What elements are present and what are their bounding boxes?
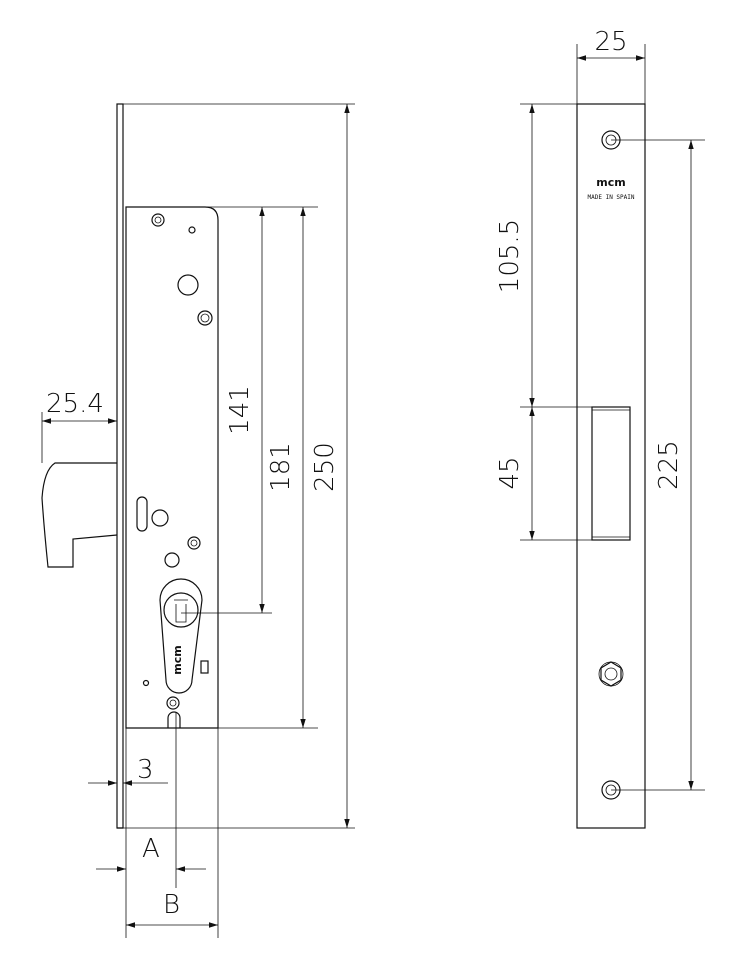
pin-hole-icon (188, 226, 196, 234)
dim-label-141: 141 (225, 385, 255, 435)
dim-label-25: 25 (594, 27, 627, 57)
latch-opening (591, 406, 631, 541)
faceplate-origin: MADE IN SPAIN (588, 194, 635, 201)
hole-icon (151, 509, 169, 527)
dim-label-45: 45 (495, 456, 525, 489)
forend-edge (116, 103, 124, 829)
hole-icon (164, 552, 180, 568)
screw-icon (197, 310, 213, 326)
cylinder-plug-icon (163, 592, 199, 628)
dim-label-250: 250 (310, 442, 340, 492)
bottom-notch-icon (167, 711, 181, 728)
dim-label-a: A (142, 834, 160, 864)
faceplate-logo: mcm (596, 176, 625, 189)
dim-label-b: B (163, 890, 180, 920)
lock-side-view: mcm 25.4 141 181 250 3 A (41, 103, 355, 938)
dim-label-105-5: 105.5 (495, 219, 525, 293)
dim-label-25-4: 25.4 (46, 389, 104, 419)
faceplate-hex-screw-icon (600, 661, 622, 687)
screw-icon (151, 213, 165, 227)
hook-bolt-icon (41, 462, 118, 568)
screw-icon (166, 696, 180, 710)
faceplate-outline (576, 103, 646, 829)
cylinder-outline-icon (159, 578, 203, 694)
slot-icon (136, 496, 148, 532)
latch-tab-icon (200, 660, 209, 674)
dim-label-225: 225 (654, 440, 684, 490)
faceplate-front-view: 25 mcm MADE IN SPAIN 105.5 45 225 (495, 27, 705, 829)
dim-label-3: 3 (137, 755, 154, 785)
follower-hole-icon (177, 274, 199, 296)
screw-icon (187, 536, 201, 550)
keyway-icon (174, 599, 188, 623)
cylinder-logo: mcm (171, 645, 184, 674)
dim-label-181: 181 (266, 442, 296, 492)
